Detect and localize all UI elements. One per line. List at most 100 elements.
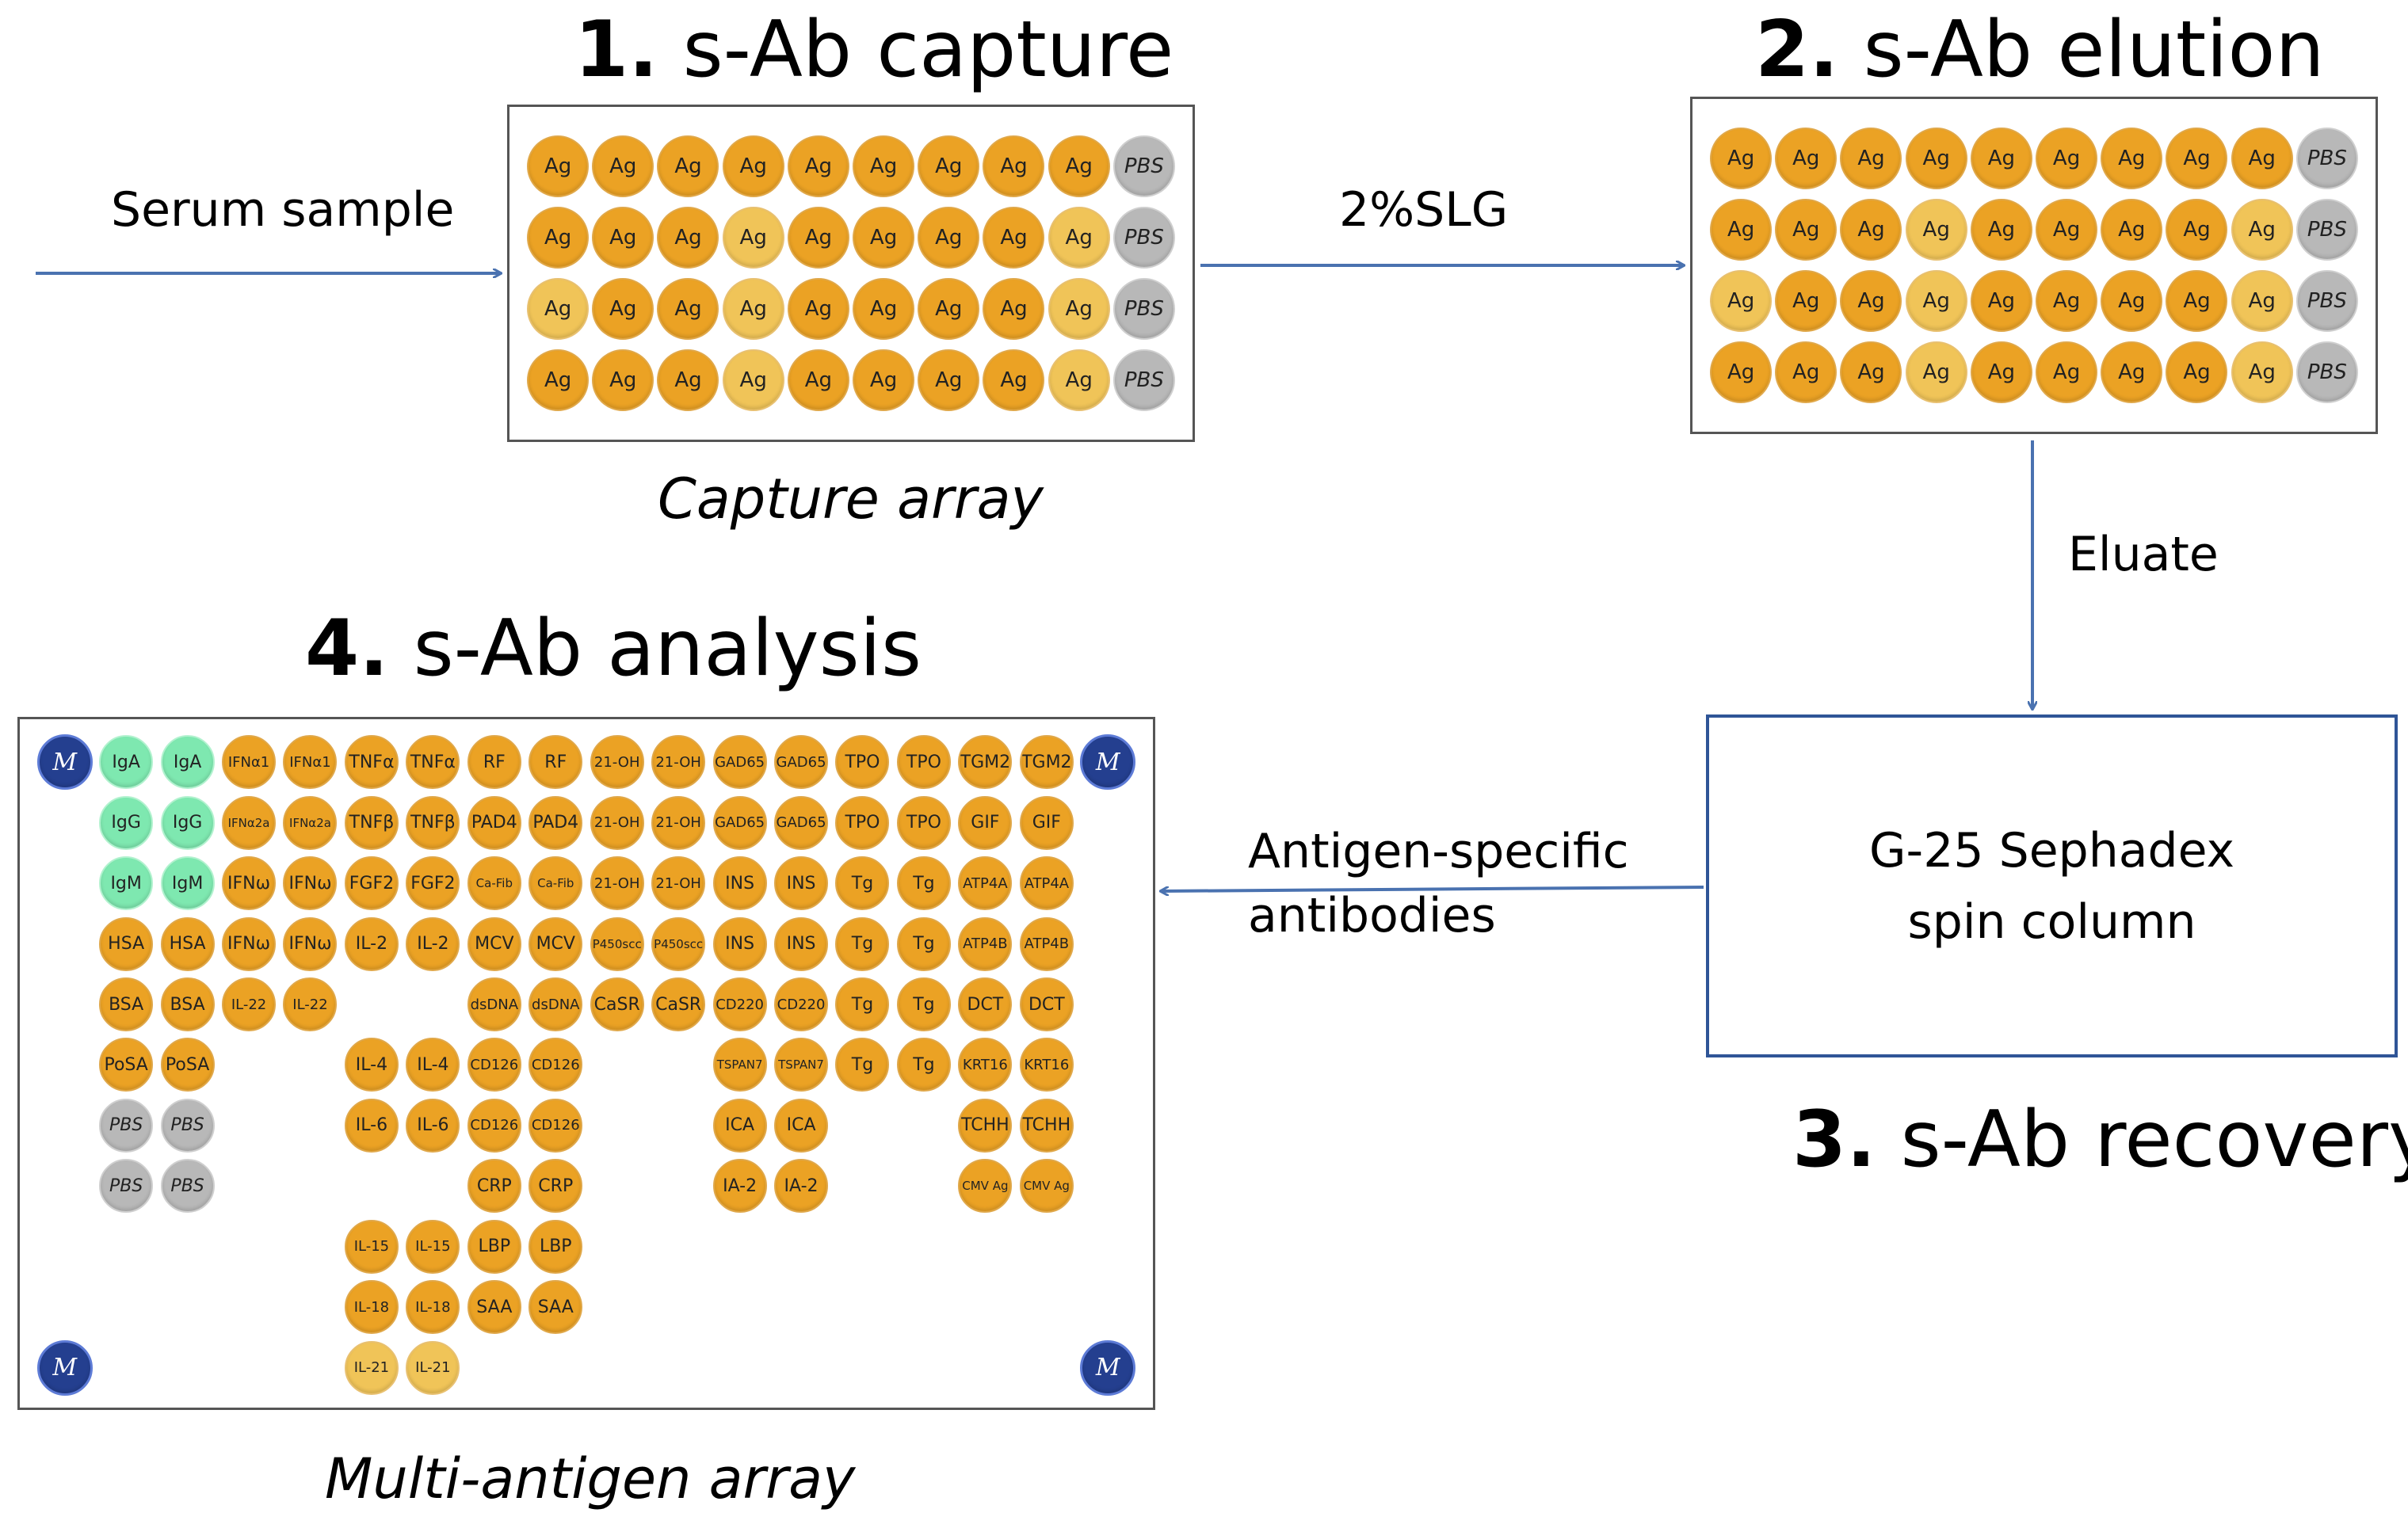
- elution-cell: Ag: [1773, 265, 1838, 337]
- multi-antigen-cell: IL-15: [341, 1217, 402, 1277]
- multi-antigen-antigen-spot-ifn: IFNω: [222, 916, 277, 971]
- step-4-text: s-Ab analysis: [388, 604, 922, 694]
- multi-antigen-cell: KRT16: [1016, 1035, 1077, 1095]
- capture-antigen-spot-ag: Ag: [1048, 207, 1110, 269]
- multi-antigen-antigen-spot-tg: Tg: [896, 1038, 951, 1092]
- elution-cell: Ag: [2230, 265, 2295, 337]
- capture-antigen-spot-ag: Ag: [853, 135, 915, 197]
- multi-antigen-cell: HSA: [157, 913, 218, 974]
- capture-cell: Ag: [1047, 202, 1112, 273]
- capture-antigen-spot-ag: Ag: [657, 278, 719, 340]
- capture-antigen-spot-ag: Ag: [853, 349, 915, 411]
- elution-cell: Ag: [1773, 194, 1838, 265]
- elution-antigen-spot-ag: Ag: [2101, 341, 2163, 403]
- elution-antigen-spot-ag: Ag: [2036, 199, 2098, 261]
- elution-cell: Ag: [2099, 337, 2164, 408]
- capture-cell: Ag: [721, 131, 786, 202]
- capture-antigen-spot-ag: Ag: [787, 349, 849, 411]
- multi-antigen-cell: IFNω: [280, 853, 341, 913]
- elution-cell: PBS: [2295, 265, 2360, 337]
- multi-antigen-antigen-spot-igg: IgG: [99, 795, 154, 850]
- multi-antigen-antigen-spot-tpo: TPO: [896, 735, 951, 790]
- multi-antigen-antigen-spot-cd220: CD220: [774, 977, 829, 1032]
- multi-antigen-antigen-spot-ins: INS: [774, 916, 829, 971]
- elution-antigen-spot-ag: Ag: [1905, 270, 1967, 332]
- elution-cell: Ag: [1708, 194, 1773, 265]
- multi-antigen-antigen-spot-il-15: IL-15: [406, 1219, 460, 1274]
- capture-antigen-spot-ag: Ag: [918, 349, 980, 411]
- elution-antigen-spot-ag: Ag: [1905, 341, 1967, 403]
- multi-antigen-cell: Tg: [832, 913, 893, 974]
- multi-antigen-antigen-spot-tg: Tg: [896, 977, 951, 1032]
- multi-antigen-cell: IgG: [157, 792, 218, 852]
- multi-antigen-antigen-spot-il-15: IL-15: [344, 1219, 399, 1274]
- step-2-title: 2. s-Ab elution: [1755, 11, 2325, 89]
- multi-antigen-cell: GAD65: [770, 732, 831, 792]
- multi-antigen-cell: GIF: [955, 792, 1016, 852]
- elution-antigen-spot-ag: Ag: [2231, 128, 2293, 189]
- multi-antigen-antigen-spot-ifn: IFNω: [283, 856, 338, 911]
- multi-antigen-cell: TNFβ: [403, 792, 464, 852]
- multi-antigen-cell: IgM: [157, 853, 218, 913]
- multi-antigen-antigen-spot-il-6: IL-6: [406, 1098, 460, 1153]
- multi-antigen-antigen-spot-rf: RF: [467, 735, 521, 790]
- elution-cell: Ag: [1838, 123, 1903, 194]
- multi-antigen-antigen-spot-crp: CRP: [529, 1159, 583, 1214]
- multi-antigen-cell: IL-4: [403, 1035, 464, 1095]
- multi-antigen-cell: TSPAN7: [770, 1035, 831, 1095]
- capture-cell: Ag: [590, 273, 655, 345]
- step-1-text: s-Ab capture: [658, 5, 1174, 95]
- multi-antigen-antigen-spot-tspan7: TSPAN7: [774, 1038, 829, 1092]
- capture-control-spot-pbs: PBS: [1112, 349, 1175, 411]
- multi-antigen-antigen-spot-mcv: MCV: [467, 916, 521, 971]
- multi-antigen-cell: IL-18: [341, 1277, 402, 1337]
- multi-antigen-cell: CD126: [464, 1096, 525, 1156]
- multi-antigen-antigen-spot-posa: PoSA: [99, 1038, 154, 1092]
- multi-antigen-antigen-spot-p450scc: P450scc: [651, 916, 706, 971]
- elution-antigen-spot-ag: Ag: [2231, 199, 2293, 261]
- multi-antigen-antigen-spot-il-6: IL-6: [344, 1098, 399, 1153]
- multi-antigen-antigen-spot-tg: Tg: [835, 916, 890, 971]
- elution-antigen-spot-ag: Ag: [1775, 341, 1837, 403]
- capture-antigen-spot-ag: Ag: [853, 278, 915, 340]
- multi-antigen-marker-spot-m: M: [1080, 1339, 1136, 1396]
- multi-antigen-antigen-spot-cd126: CD126: [529, 1098, 583, 1153]
- multi-antigen-antigen-spot-atp4a: ATP4A: [958, 856, 1013, 911]
- multi-antigen-antigen-spot-tg: Tg: [896, 856, 951, 911]
- capture-cell: Ag: [721, 345, 786, 416]
- multi-antigen-cell: IFNα1: [280, 732, 341, 792]
- multi-antigen-antigen-spot-lbp: LBP: [529, 1219, 583, 1274]
- elution-cell: Ag: [2164, 194, 2229, 265]
- multi-antigen-cell: P450scc: [647, 913, 708, 974]
- multi-antigen-marker-spot-m: M: [1080, 734, 1136, 791]
- capture-cell: Ag: [981, 345, 1046, 416]
- multi-antigen-cell: IFNα2a: [218, 792, 279, 852]
- capture-cell: Ag: [851, 202, 916, 273]
- multi-antigen-cell: 21-OH: [586, 792, 647, 852]
- multi-antigen-antigen-spot-tchh: TCHH: [958, 1098, 1013, 1153]
- multi-antigen-antigen-spot-saa: SAA: [529, 1280, 583, 1335]
- multi-antigen-antigen-spot-ifn-2a: IFNα2a: [283, 795, 338, 850]
- multi-antigen-cell: Tg: [832, 853, 893, 913]
- capture-cell: Ag: [981, 131, 1046, 202]
- elution-cell: Ag: [2164, 265, 2229, 337]
- capture-cell: Ag: [655, 273, 720, 345]
- multi-antigen-antigen-spot-ins: INS: [712, 916, 767, 971]
- multi-antigen-cell: Tg: [832, 1035, 893, 1095]
- multi-antigen-cell: GAD65: [770, 792, 831, 852]
- antigen-specific-label: Antigen-specific antibodies: [1248, 820, 1629, 948]
- multi-antigen-cell: M: [1078, 1338, 1139, 1398]
- capture-control-spot-pbs: PBS: [1112, 278, 1175, 340]
- multi-antigen-antigen-spot-gad65: GAD65: [774, 795, 829, 850]
- multi-antigen-cell: IL-4: [341, 1035, 402, 1095]
- step-1-title: 1. s-Ab capture: [574, 11, 1173, 89]
- capture-cell: Ag: [981, 273, 1046, 345]
- elution-cell: Ag: [1969, 123, 2034, 194]
- multi-antigen-antigen-spot-ins: INS: [712, 856, 767, 911]
- multi-antigen-antigen-spot-cd126: CD126: [467, 1098, 521, 1153]
- multi-antigen-antigen-spot-pad4: PAD4: [467, 795, 521, 850]
- spin-column-line2: spin column: [1907, 894, 2196, 950]
